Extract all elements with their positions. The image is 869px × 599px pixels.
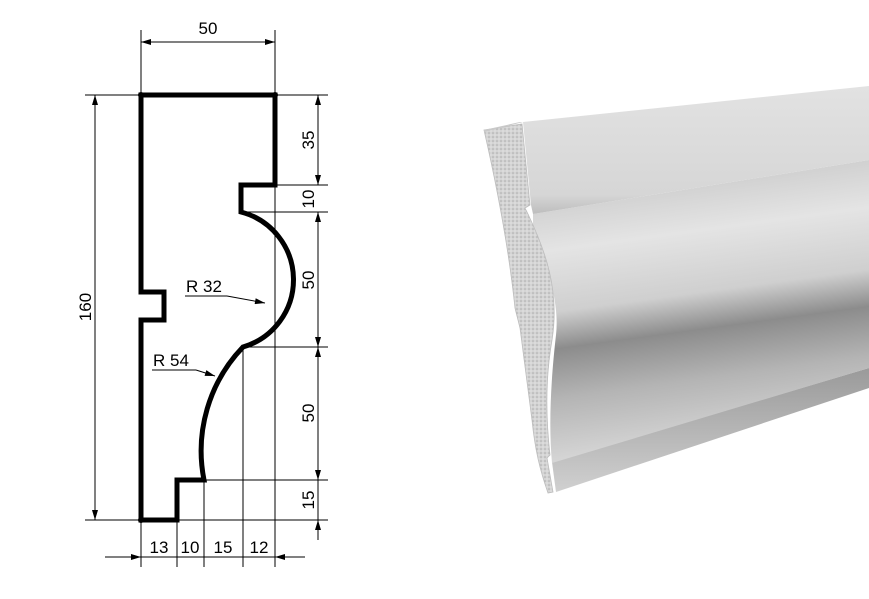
top-edge bbox=[484, 122, 523, 132]
bottom-strip bbox=[552, 368, 869, 492]
bottom-dim-10: 10 bbox=[181, 538, 200, 557]
right-dim-50-lower: 50 bbox=[299, 404, 318, 423]
bottom-dim-13: 13 bbox=[150, 538, 169, 557]
radius-lower-label: R 54 bbox=[153, 351, 189, 370]
molding-3d-render bbox=[483, 86, 869, 494]
right-dim-10: 10 bbox=[299, 190, 318, 209]
top-band bbox=[523, 86, 869, 214]
right-dim-15: 15 bbox=[299, 491, 318, 510]
height-dimension: 160 bbox=[76, 293, 95, 321]
bottom-dim-12: 12 bbox=[250, 538, 269, 557]
right-dim-35: 35 bbox=[299, 131, 318, 150]
radius-upper-label: R 32 bbox=[186, 277, 222, 296]
dimension-lines bbox=[92, 39, 321, 560]
curved-face bbox=[533, 160, 869, 463]
extension-lines bbox=[85, 30, 328, 567]
width-dimension: 50 bbox=[199, 19, 218, 38]
right-dim-50-upper: 50 bbox=[299, 271, 318, 290]
profile-end-foam bbox=[483, 123, 555, 494]
profile-outline bbox=[138, 92, 296, 523]
bottom-dim-15: 15 bbox=[214, 538, 233, 557]
